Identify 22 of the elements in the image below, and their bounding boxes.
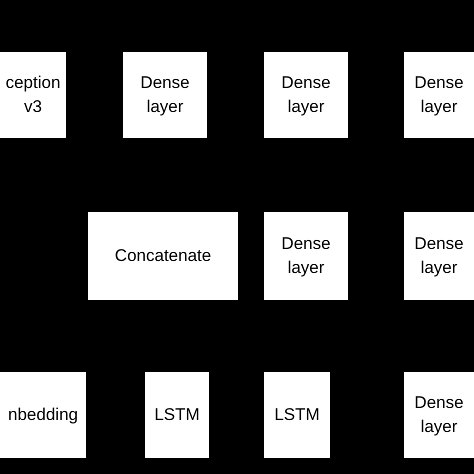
layer-label: Dense layer (414, 233, 464, 279)
layer-box (145, 372, 209, 458)
layer-box (264, 212, 348, 300)
layer-label: Dense layer (414, 392, 464, 438)
layer-label: Dense layer (140, 72, 190, 118)
layer-box (0, 372, 86, 458)
layer-box (404, 212, 474, 300)
layer-label: Dense layer (414, 72, 464, 118)
layer-box (404, 52, 474, 138)
layer-box (0, 52, 66, 138)
layer-box (123, 52, 207, 138)
layer-label: Dense layer (281, 233, 331, 279)
layer-label: Concatenate (114, 245, 212, 268)
layer-label: ception v3 (6, 72, 60, 118)
layer-label: LSTM (274, 404, 320, 426)
layer-label: Dense layer (281, 72, 331, 118)
layer-box (88, 212, 238, 300)
layer-box (264, 52, 348, 138)
layer-label: LSTM (154, 404, 200, 426)
layer-label: nbedding (8, 404, 78, 426)
layer-box (404, 372, 474, 458)
layer-box (264, 372, 330, 458)
